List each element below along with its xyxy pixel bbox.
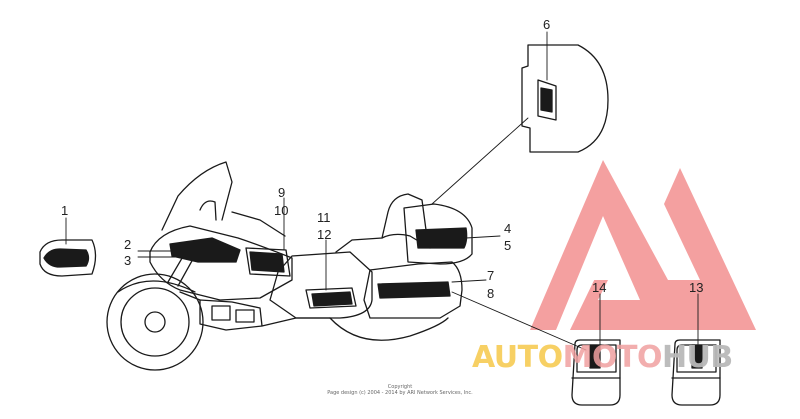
seat	[335, 233, 431, 253]
watermark-auto: AUTO	[472, 340, 563, 375]
watermark-triangle-outer	[530, 160, 756, 330]
callout-9: 9	[278, 185, 286, 200]
lower-fairing	[179, 291, 331, 327]
callout-14: 14	[592, 280, 607, 295]
callout-8: 8	[487, 286, 495, 301]
watermark-hub: HUB	[661, 340, 733, 375]
callout-12: 12	[317, 227, 332, 242]
side-panel-11	[305, 287, 357, 309]
rear-wheel	[329, 317, 449, 341]
callout-5: 5	[504, 238, 512, 253]
callout-13: 13	[689, 280, 704, 295]
tank-panel-9	[245, 247, 291, 277]
callout-6: 6	[543, 17, 551, 32]
fairing-decal-2	[169, 237, 241, 263]
watermark-moto: MOTO	[562, 340, 663, 375]
copyright-line-1: Copyright	[387, 384, 413, 390]
windshield	[161, 161, 233, 231]
mirror	[199, 200, 217, 221]
part-14-emblem	[571, 339, 621, 406]
watermark-triangle-inner	[583, 232, 623, 280]
part-13-emblem	[671, 339, 721, 406]
fairing	[149, 225, 293, 301]
trunk	[403, 203, 473, 265]
front-wheel	[106, 273, 204, 371]
callout-11: 11	[317, 210, 331, 225]
saddlebag-decal-7	[377, 281, 451, 299]
callout-10: 10	[274, 203, 289, 218]
motorcycle-outline	[106, 161, 473, 371]
saddlebag	[363, 261, 463, 319]
front-fender	[117, 280, 196, 293]
leader-lines	[65, 31, 699, 351]
watermark-text: AUTOMOTOHUB	[472, 340, 733, 375]
callout-7: 7	[487, 268, 495, 283]
backrest	[381, 193, 427, 239]
copyright-line-2: Page design (c) 2004 - 2014 by ARI Netwo…	[327, 390, 473, 396]
mid-cowl	[269, 251, 373, 319]
watermark-logo	[530, 160, 756, 330]
callout-3: 3	[124, 253, 132, 268]
trunk-decal-4	[415, 227, 468, 249]
engine-area	[199, 299, 263, 331]
copyright-notice: Copyright Page design (c) 2004 - 2014 by…	[300, 384, 500, 396]
callout-4: 4	[504, 221, 512, 236]
callout-1: 1	[61, 203, 69, 218]
callout-2: 2	[124, 237, 132, 252]
part-1-emblem	[39, 239, 97, 277]
handlebar	[231, 211, 286, 237]
part-6-lid-panel	[521, 44, 609, 153]
